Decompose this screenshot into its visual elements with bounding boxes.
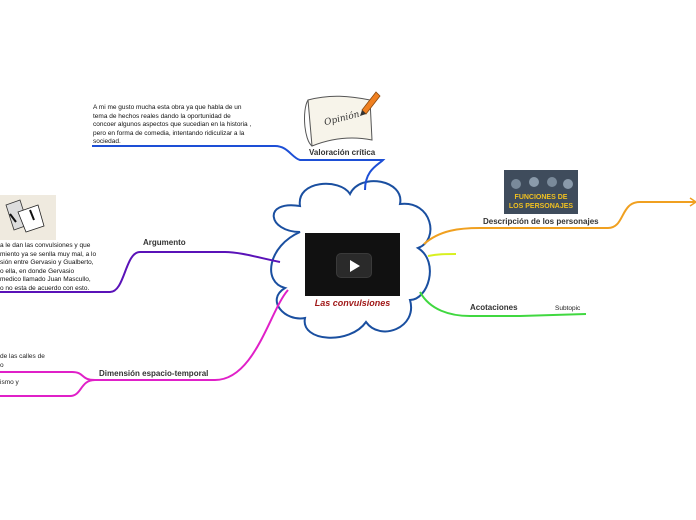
opinion-scroll-image bbox=[304, 91, 381, 147]
argumento-image bbox=[0, 195, 56, 240]
connector-valoracion bbox=[92, 145, 386, 191]
note-line: miento ya se senlla muy mal, a lo bbox=[0, 250, 97, 258]
image-text-line: LOS PERSONAJES bbox=[508, 203, 574, 210]
note-line: de las calles de bbox=[0, 353, 45, 360]
note-valoracion[interactable]: A mi me gusto mucha esta obra ya que hab… bbox=[93, 104, 251, 147]
topic-argumento[interactable]: Argumento bbox=[143, 238, 186, 247]
connector-dimension-sub2 bbox=[0, 379, 96, 397]
funciones-personajes-image bbox=[504, 170, 578, 214]
subtopic-acotaciones[interactable]: Subtopic bbox=[555, 305, 581, 312]
note-line: concoer algunos aspectos que sucedian en… bbox=[93, 121, 252, 128]
funciones-image-text: FUNCIONES DE LOS PERSONAJES bbox=[504, 193, 578, 211]
connector-empty-yellow bbox=[427, 253, 457, 257]
central-video[interactable] bbox=[305, 233, 400, 296]
connector-dimension bbox=[0, 289, 289, 381]
image-text-line: FUNCIONES DE bbox=[514, 194, 568, 201]
play-icon[interactable] bbox=[336, 253, 372, 278]
note-line: sociedad. bbox=[93, 138, 121, 145]
note-argumento[interactable]: a le dan las convulsiones y que miento y… bbox=[0, 242, 96, 293]
note-line: o bbox=[0, 361, 4, 369]
topic-acotaciones[interactable]: Acotaciones bbox=[470, 303, 518, 312]
note-line: sión entre Gervasio y Gualberto, bbox=[0, 259, 94, 266]
note-line: a le dan las convulsiones y que bbox=[0, 242, 91, 249]
note-line: o ella, en donde Gervasio bbox=[0, 267, 75, 275]
topic-descripcion-personajes[interactable]: Descripción de los personajes bbox=[483, 217, 599, 226]
topic-valoracion-critica[interactable]: Valoración crítica bbox=[309, 148, 376, 157]
connector-argumento bbox=[0, 251, 281, 293]
note-line: pero en forma de comedia, intentando rid… bbox=[93, 129, 245, 137]
connector-descripcion bbox=[423, 201, 696, 245]
note-line: A mi me gusto mucha esta obra ya que hab… bbox=[93, 104, 242, 111]
note-line: medico llamado Juan Mascullo, bbox=[0, 276, 91, 283]
subtopic-dimension-1[interactable]: de las calles de o bbox=[0, 353, 45, 370]
note-line: o no esta de acuerdo con esto. bbox=[0, 284, 90, 292]
topic-dimension-espacio-temporal[interactable]: Dimensión espacio-temporal bbox=[99, 369, 209, 378]
note-line: tema de hechos reales dando la oportunid… bbox=[93, 112, 231, 120]
subtopic-dimension-2[interactable]: ismo y bbox=[0, 379, 19, 386]
arrow-descripcion bbox=[689, 197, 696, 207]
central-topic-title[interactable]: Las convulsiones bbox=[314, 298, 391, 308]
connector-acotaciones bbox=[419, 291, 587, 317]
